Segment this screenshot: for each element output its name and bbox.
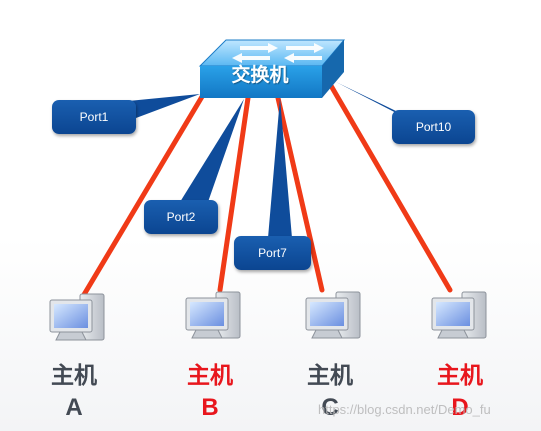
computer-icon-a <box>49 293 105 341</box>
switch-icon <box>198 39 346 98</box>
host-d-name: 主机 <box>437 363 483 389</box>
link-lines <box>79 81 453 301</box>
host-a-letter: A <box>65 394 83 421</box>
host-b-letter: B <box>201 394 219 421</box>
port1-pointer <box>118 94 200 118</box>
link-host-b <box>217 95 251 293</box>
link-host-a <box>79 92 206 301</box>
link-host-d <box>327 81 453 293</box>
port7-label: Port7 <box>234 236 311 270</box>
host-a-name: 主机 <box>51 363 97 389</box>
host-b-name: 主机 <box>187 363 233 389</box>
host-c-name: 主机 <box>307 363 353 389</box>
switch-label: 交换机 <box>231 64 289 86</box>
computer-icon-b <box>185 291 241 339</box>
computer-icon-d <box>431 291 487 339</box>
host-d-letter: D <box>451 394 469 421</box>
port7-pointer <box>268 98 292 238</box>
host-c-letter: C <box>321 394 339 421</box>
port10-label: Port10 <box>392 110 475 144</box>
port2-pointer <box>180 99 244 202</box>
callout-pointers <box>118 82 406 238</box>
link-host-c <box>275 95 325 293</box>
computer-icon-c <box>305 291 361 339</box>
port2-label: Port2 <box>144 200 218 234</box>
port10-pointer <box>336 82 406 118</box>
port1-label: Port1 <box>52 100 136 134</box>
watermark: https://blog.csdn.net/Demo_fu <box>318 402 491 417</box>
